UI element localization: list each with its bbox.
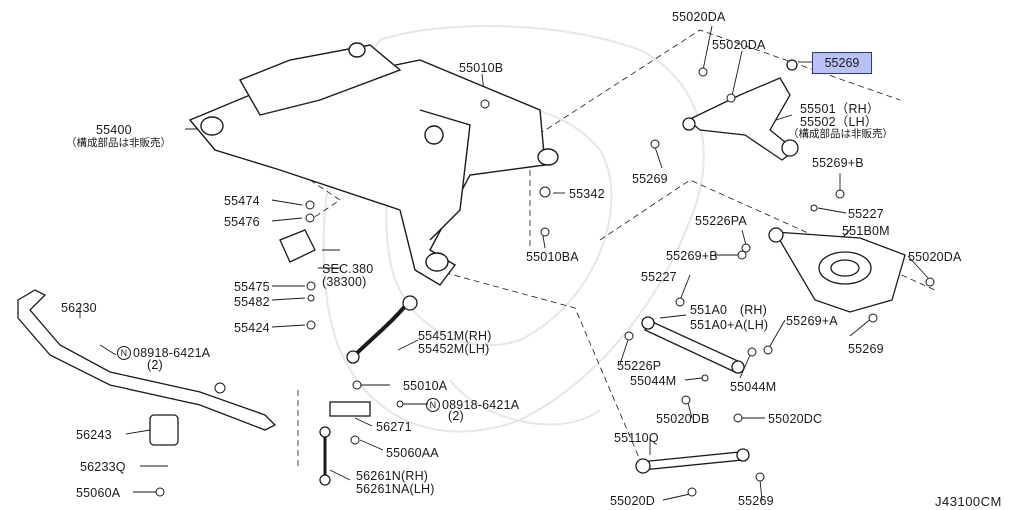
- nut-n-symbol-b: N: [426, 398, 440, 412]
- part-55044M-a[interactable]: 55044M: [630, 374, 677, 388]
- part-55502-lh[interactable]: 55502（LH）: [800, 115, 878, 129]
- part-56271[interactable]: 56271: [376, 420, 412, 434]
- fasteners: [155, 67, 935, 497]
- part-08918-qty-a: (2): [147, 358, 163, 372]
- part-55269B-a[interactable]: 55269+B: [812, 156, 864, 170]
- part-55269A[interactable]: 55269+A: [786, 314, 838, 328]
- part-55482[interactable]: 55482: [234, 295, 270, 309]
- part-55475[interactable]: 55475: [234, 280, 270, 294]
- part-55020DC[interactable]: 55020DC: [768, 412, 823, 426]
- ref-sec380[interactable]: SEC.380: [322, 262, 374, 276]
- part-55060AA[interactable]: 55060AA: [386, 446, 439, 460]
- part-08918-qty-b: (2): [448, 409, 464, 423]
- part-55269-lower[interactable]: 55269: [848, 342, 884, 356]
- part-551B0M[interactable]: 551B0M: [842, 224, 890, 238]
- part-55227-a[interactable]: 55227: [848, 207, 884, 221]
- part-55474[interactable]: 55474: [224, 194, 260, 208]
- part-55020DB[interactable]: 55020DB: [656, 412, 710, 426]
- ref-38300: (38300): [322, 275, 367, 289]
- part-55269-upper[interactable]: 55269: [632, 172, 668, 186]
- part-55502-note: （構成部品は非販売）: [788, 128, 893, 140]
- part-08918-6421A-a-label: 08918-6421A: [133, 346, 211, 360]
- part-55476[interactable]: 55476: [224, 215, 260, 229]
- lower-arm: [768, 227, 906, 313]
- part-55400-note: （構成部品は非販売）: [66, 137, 171, 149]
- part-56261N-rh[interactable]: 56261N(RH): [356, 469, 429, 483]
- part-56233Q[interactable]: 56233Q: [80, 460, 126, 474]
- part-55227-b[interactable]: 55227: [641, 270, 677, 284]
- part-55020D[interactable]: 55020D: [610, 494, 655, 508]
- part-551A0-rh[interactable]: 551A0 (RH): [690, 303, 768, 317]
- dashed-reference-lines: [297, 29, 936, 470]
- part-55342[interactable]: 55342: [569, 187, 605, 201]
- part-55020DA-right[interactable]: 55020DA: [908, 250, 962, 264]
- part-55226PA[interactable]: 55226PA: [695, 214, 747, 228]
- part-55020DA-top[interactable]: 55020DA: [672, 10, 726, 24]
- part-55452M-lh[interactable]: 55452M(LH): [418, 342, 490, 356]
- part-55269-bottom[interactable]: 55269: [738, 494, 774, 508]
- diagram-code: J43100CM: [935, 494, 1002, 509]
- part-56261NA-lh[interactable]: 56261NA(LH): [356, 482, 435, 496]
- part-55424[interactable]: 55424: [234, 321, 270, 335]
- part-55400[interactable]: 55400: [96, 123, 132, 137]
- part-55010A[interactable]: 55010A: [403, 379, 448, 393]
- nut-n-symbol-a: N: [117, 346, 131, 360]
- part-55020DA-mid[interactable]: 55020DA: [712, 38, 766, 52]
- links-and-stabilizer: [17, 229, 750, 486]
- part-55010BA[interactable]: 55010BA: [526, 250, 579, 264]
- part-55110Q[interactable]: 55110Q: [614, 431, 659, 445]
- part-56230[interactable]: 56230: [61, 301, 97, 315]
- part-55451M-rh[interactable]: 55451M(RH): [418, 329, 492, 343]
- part-55269-selected[interactable]: 55269: [812, 52, 872, 74]
- part-55269B-b[interactable]: 55269+B: [666, 249, 718, 263]
- part-55010B[interactable]: 55010B: [459, 61, 504, 75]
- part-55060A[interactable]: 55060A: [76, 486, 121, 500]
- part-55501-rh[interactable]: 55501（RH）: [800, 102, 880, 116]
- rear-subframe: [188, 42, 559, 286]
- part-56243[interactable]: 56243: [76, 428, 112, 442]
- part-55226P[interactable]: 55226P: [617, 359, 662, 373]
- part-08918-6421A-b-label: 08918-6421A: [442, 398, 520, 412]
- upper-arm: [682, 59, 799, 161]
- part-55044M-b[interactable]: 55044M: [730, 380, 777, 394]
- part-551A0A-lh[interactable]: 551A0+A(LH): [690, 318, 769, 332]
